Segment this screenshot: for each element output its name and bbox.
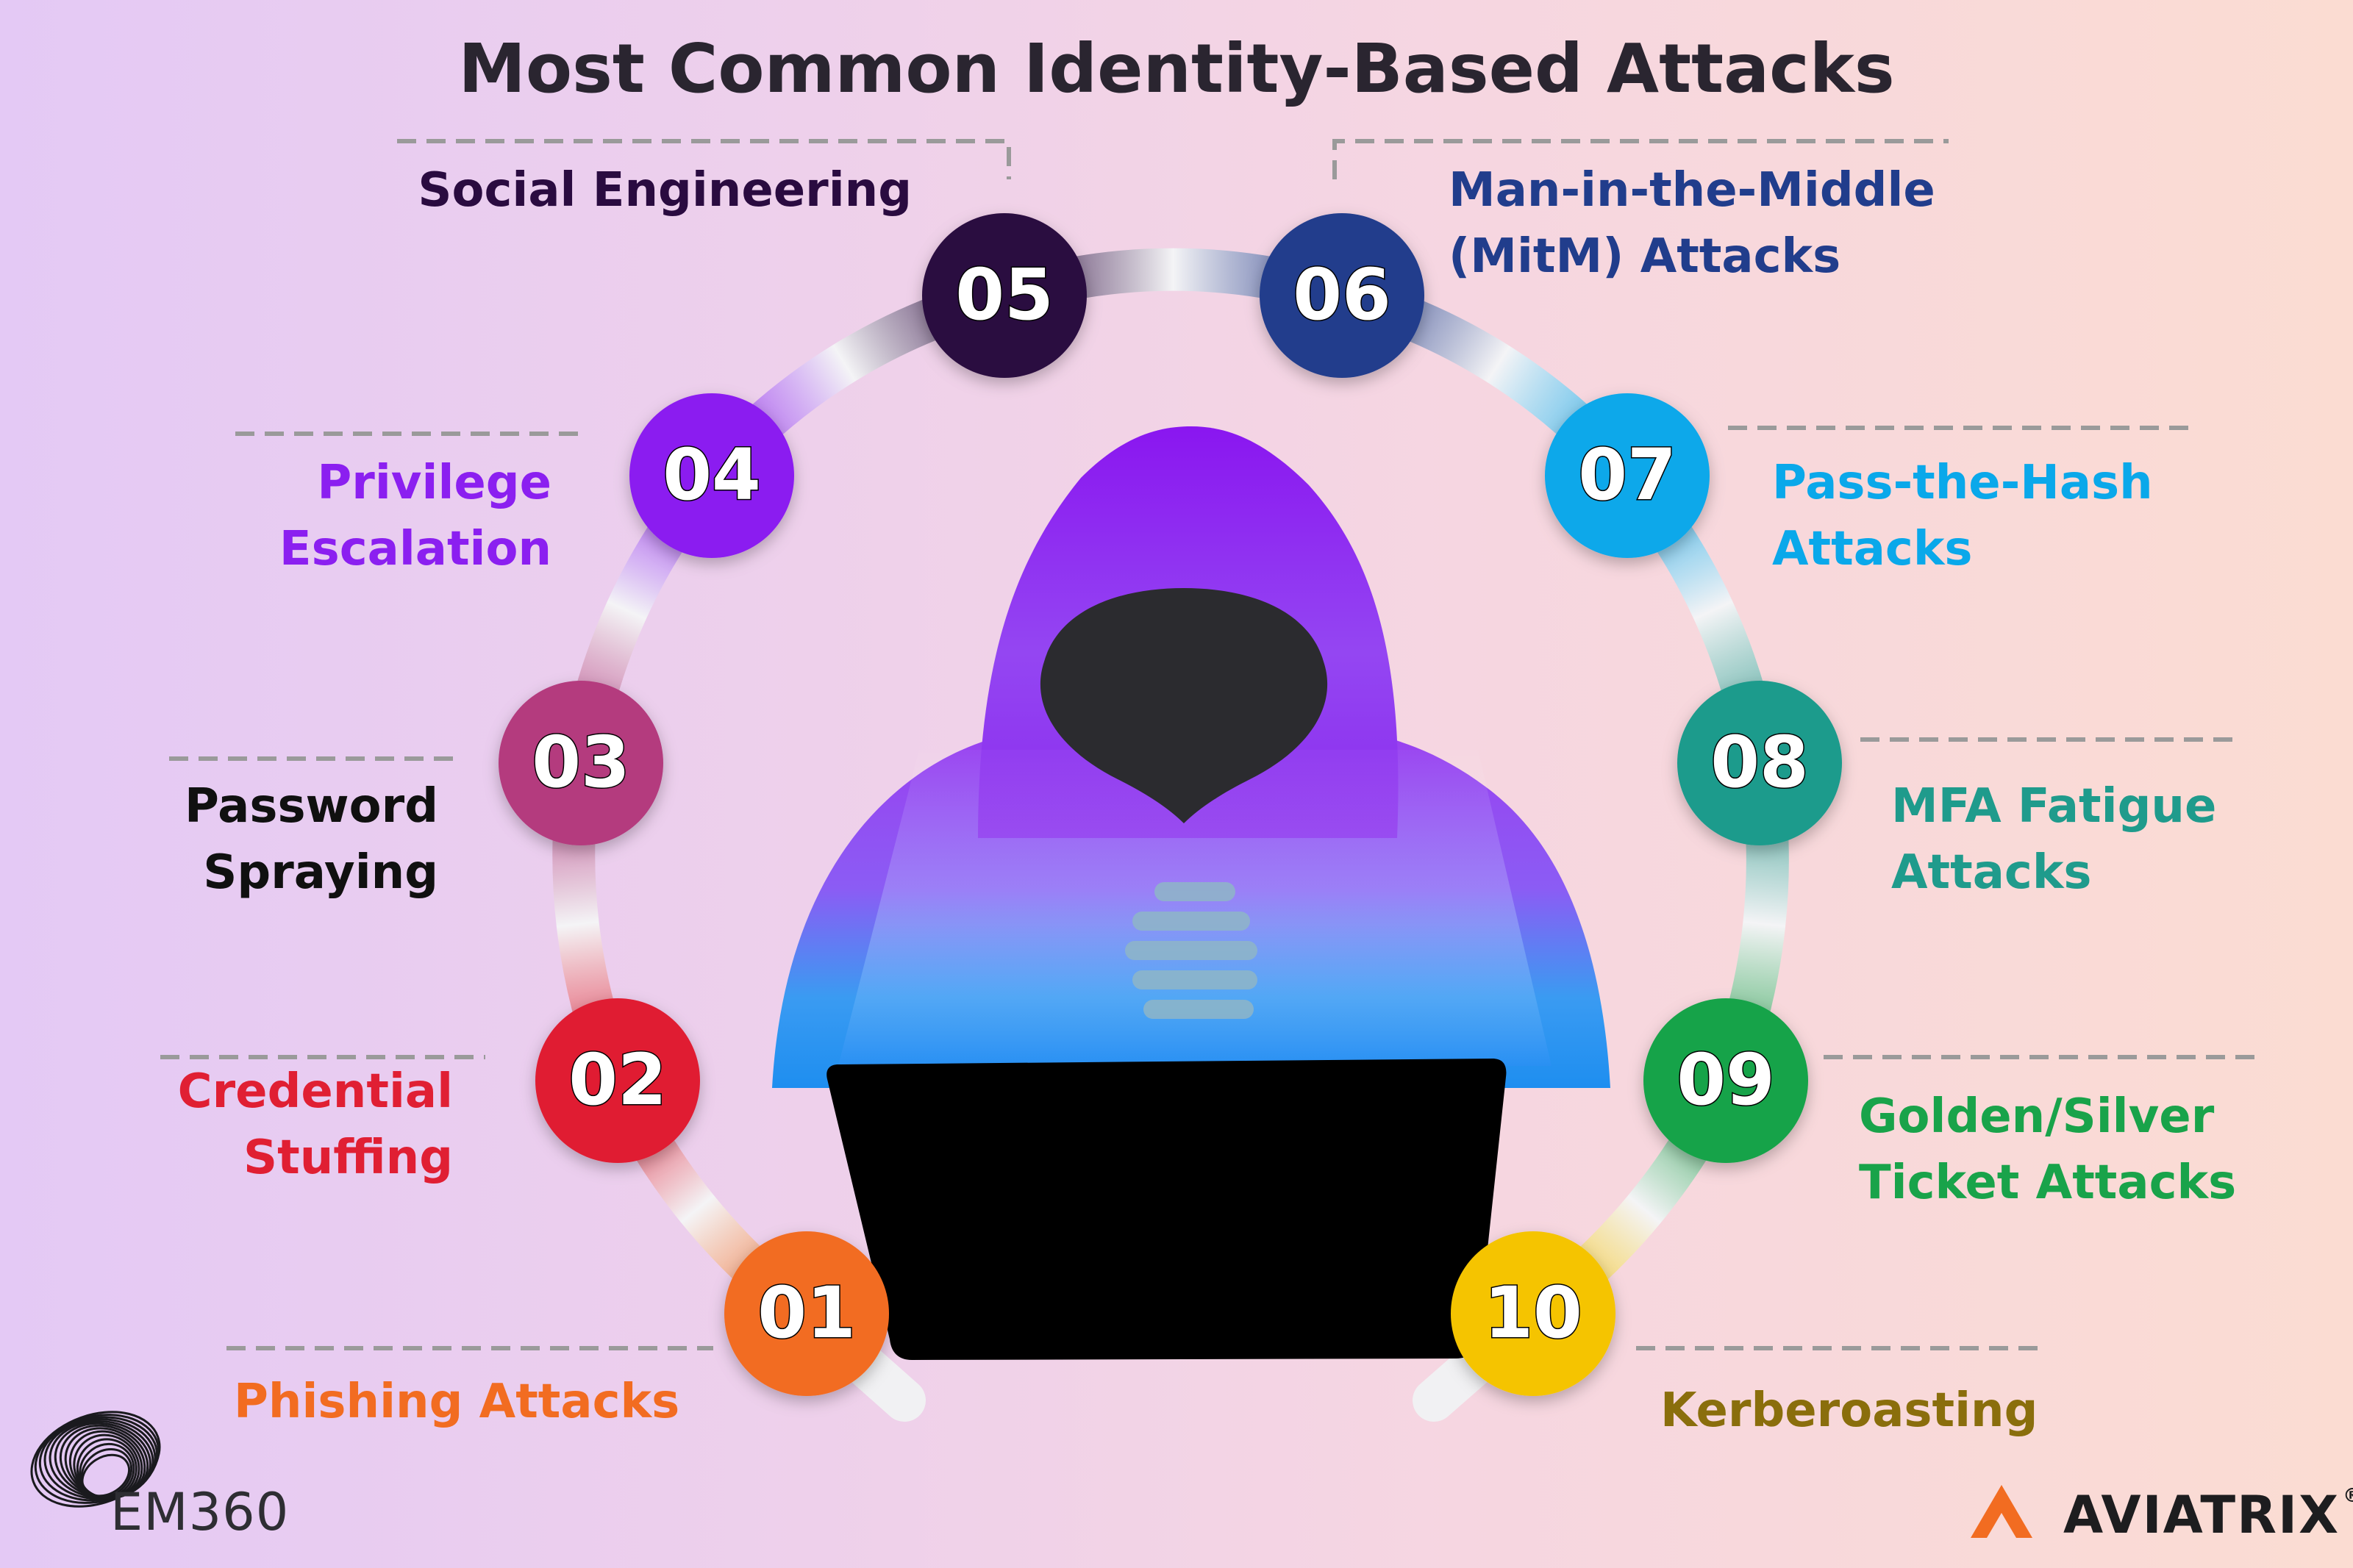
badge-circle <box>1643 998 1808 1163</box>
badge-circle <box>1677 681 1842 845</box>
badge-circle <box>1260 213 1424 378</box>
label-line: Escalation <box>279 522 551 576</box>
badge-circle <box>922 213 1087 378</box>
label-line: Attacks <box>1772 522 1973 576</box>
label-line: Stuffing <box>243 1131 453 1185</box>
folded-hands <box>1125 882 1257 1019</box>
aviatrix-wordmark: AVIATRIX <box>2063 1485 2340 1545</box>
number-badge-08: 08 <box>1677 681 1842 845</box>
badge-number: 02 <box>568 1039 667 1121</box>
label-line: Spraying <box>203 845 438 900</box>
badge-circle <box>499 681 663 845</box>
number-badge-03: 03 <box>499 681 663 845</box>
badge-number: 07 <box>1578 434 1677 516</box>
page-title: Most Common Identity-Based Attacks <box>458 29 1895 108</box>
label-line: Social Engineering <box>418 163 912 218</box>
number-badge-01: 01 <box>724 1231 889 1396</box>
badge-number: 04 <box>663 434 761 516</box>
em360-logo-text: EM360 <box>110 1482 290 1542</box>
badge-circle <box>724 1231 889 1396</box>
number-badge-06: 06 <box>1260 213 1424 378</box>
attack-number-circles: 01 02 03 04 05 06 07 08 09 10 <box>499 213 1842 1396</box>
label-line: Credential <box>177 1064 453 1119</box>
number-badge-04: 04 <box>629 393 794 558</box>
badge-number: 06 <box>1293 254 1391 336</box>
screen-light-beam <box>838 750 1552 1066</box>
em360-logo-mark <box>30 1411 161 1508</box>
label-01: Phishing Attacks <box>234 1369 679 1435</box>
label-06: Man-in-the-Middle (MitM) Attacks <box>1449 157 1935 290</box>
laptop <box>826 1059 1507 1360</box>
badge-circle <box>1545 393 1710 558</box>
label-05: Social Engineering <box>418 157 912 223</box>
label-line: Privilege <box>317 456 551 510</box>
leader-lines <box>160 139 2261 1350</box>
label-line: MFA Fatigue <box>1891 779 2217 834</box>
label-line: Golden/Silver <box>1859 1089 2215 1144</box>
logo-swirl-line <box>30 1411 161 1508</box>
label-line: Phishing Attacks <box>234 1375 680 1429</box>
label-10: Kerberoasting <box>1660 1378 2038 1444</box>
face-shadow <box>1040 588 1328 823</box>
aviatrix-logo-mark <box>1971 1485 2032 1538</box>
badge-circle <box>1451 1231 1615 1396</box>
badge-number: 08 <box>1710 721 1809 803</box>
label-line: Man-in-the-Middle <box>1449 163 1935 218</box>
label-line: (MitM) Attacks <box>1449 229 1841 284</box>
aviatrix-logo-text: AVIATRIX® <box>2063 1485 2353 1545</box>
label-line: Password <box>184 779 438 834</box>
label-line: Kerberoasting <box>1660 1383 2038 1438</box>
label-line: Ticket Attacks <box>1859 1156 2237 1210</box>
number-badge-02: 02 <box>535 998 700 1163</box>
registered-mark: ® <box>2343 1485 2353 1507</box>
badge-number: 10 <box>1484 1272 1582 1354</box>
number-badge-10: 10 <box>1451 1231 1615 1396</box>
number-badge-09: 09 <box>1643 998 1808 1163</box>
badge-circle <box>629 393 794 558</box>
number-badge-05: 05 <box>922 213 1087 378</box>
hacker-illustration <box>772 426 1610 1088</box>
logo-swirl-line <box>81 1453 131 1497</box>
badge-number: 05 <box>955 254 1054 336</box>
label-line: Attacks <box>1891 845 2092 900</box>
badge-circle <box>535 998 700 1163</box>
label-line: Pass-the-Hash <box>1772 456 2153 510</box>
number-badge-07: 07 <box>1545 393 1710 558</box>
logo-swirl-line <box>34 1414 160 1504</box>
badge-number: 09 <box>1677 1039 1775 1121</box>
badge-number: 03 <box>532 721 630 803</box>
badge-number: 01 <box>757 1272 856 1354</box>
